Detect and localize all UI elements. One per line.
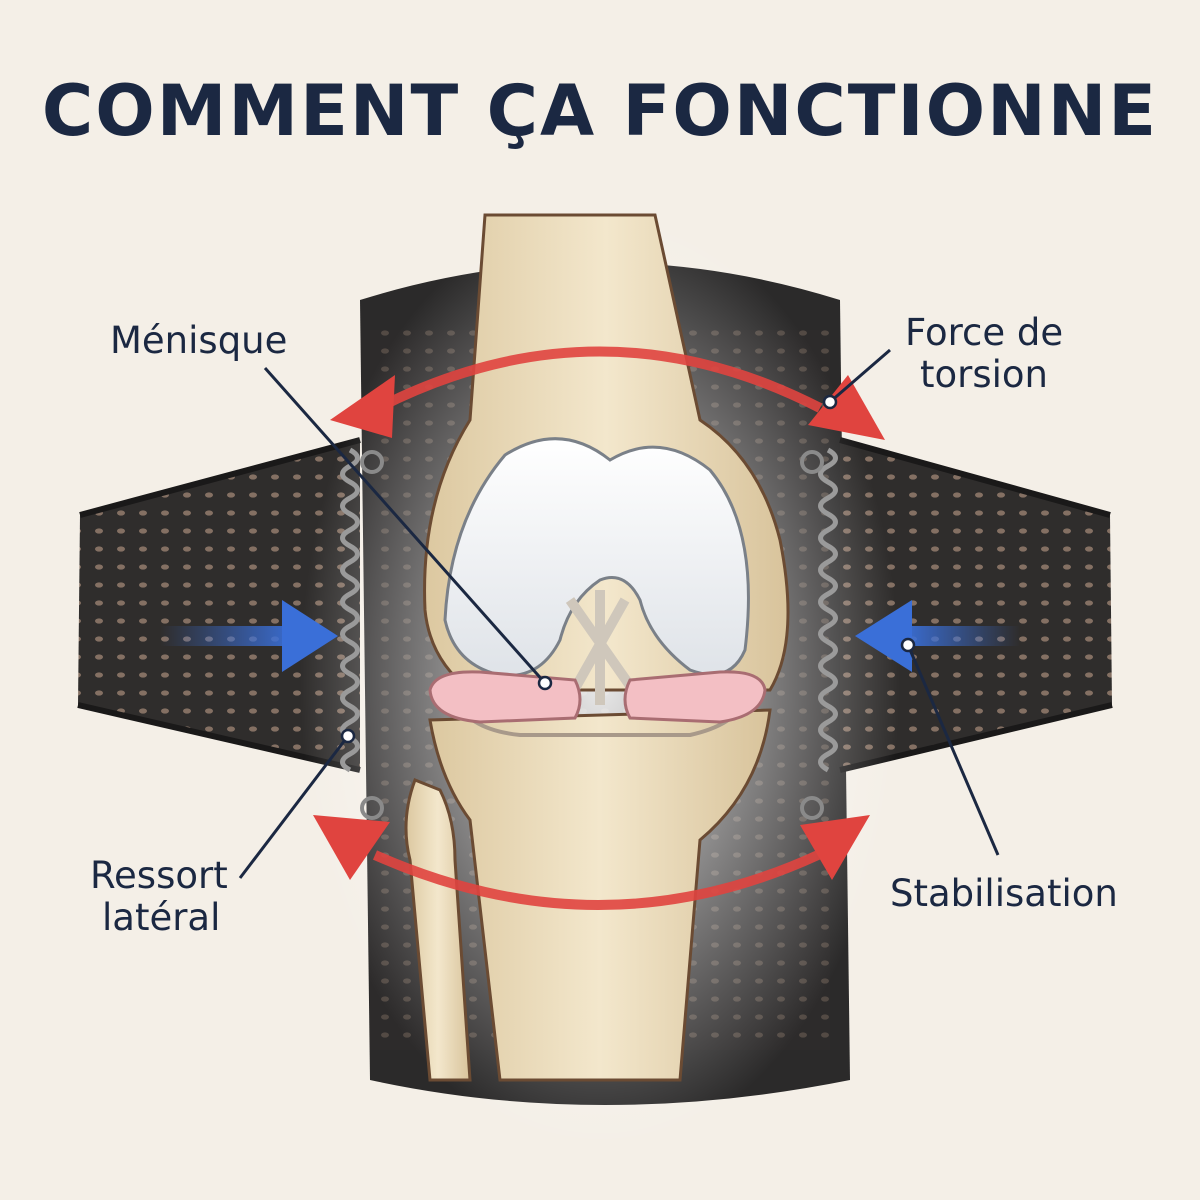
- knee-joint: [404, 213, 790, 1082]
- lower-right-arrowhead: [800, 815, 870, 880]
- leader-dots: [340, 394, 916, 744]
- label-ressort-lateral: Ressort latéral: [90, 855, 228, 939]
- tibia-bone: [428, 708, 772, 1082]
- lower-left-arrowhead: [313, 815, 390, 880]
- fibula-bone: [404, 778, 472, 1082]
- right-compression-arrow-icon: [855, 600, 1020, 672]
- upper-left-arrowhead: [330, 375, 395, 438]
- label-torsion-line1: Force de: [905, 311, 1064, 354]
- upper-right-arrowhead: [808, 375, 885, 440]
- page-title: COMMENT ÇA FONCTIONNE: [41, 70, 1159, 152]
- brace-right-strap: [840, 440, 1112, 770]
- left-spring-icon: [340, 447, 384, 820]
- leader-lines: [238, 348, 1000, 879]
- label-menisque-text: Ménisque: [110, 319, 288, 362]
- label-force-de-torsion: Force de torsion: [905, 312, 1063, 396]
- label-ressort-line1: Ressort: [90, 854, 228, 897]
- label-stabilisation-text: Stabilisation: [890, 872, 1118, 915]
- label-menisque: Ménisque: [110, 320, 287, 362]
- brace-left-strap: [78, 440, 360, 770]
- femur-cartilage: [443, 437, 750, 678]
- label-ressort-line2: latéral: [102, 896, 221, 939]
- lower-torsion-arrow-icon: [372, 850, 821, 910]
- right-spring-icon: [800, 447, 838, 820]
- left-compression-arrow-icon: [160, 600, 338, 672]
- upper-torsion-arrow-icon: [375, 346, 823, 413]
- label-torsion-line2: torsion: [920, 353, 1049, 396]
- label-stabilisation: Stabilisation: [890, 873, 1118, 915]
